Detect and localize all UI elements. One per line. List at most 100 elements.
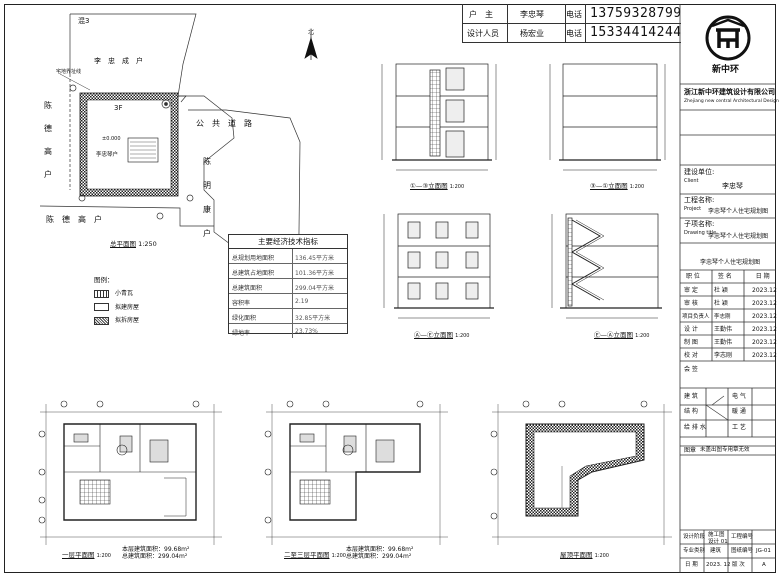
site-label-hunsan: 混3 xyxy=(78,17,90,25)
trade-label: 给 排 水 xyxy=(684,424,706,431)
owner-label: 户 主 xyxy=(469,10,493,19)
site-label-west-plot: 陈 德 高 户 xyxy=(44,101,52,179)
elevation-4 xyxy=(551,213,662,319)
drawing-label: 子项名称:Drawing title xyxy=(684,220,717,236)
specialty-value: 建筑 xyxy=(710,548,722,554)
site-label-east-plot: 陈 明 康 户 xyxy=(203,157,211,238)
phone-label: 电话 xyxy=(566,10,582,19)
legend-swatch-new xyxy=(94,303,109,311)
trade-label: 工 艺 xyxy=(732,424,746,431)
site-label-floors: 3F xyxy=(114,104,123,112)
site-label-house: 李忠琴户 xyxy=(96,152,119,158)
owner-name: 李忠琴 xyxy=(520,10,544,19)
logo-text: 新中环 xyxy=(712,65,740,75)
site-label-north-plot: 李 忠 成 户 xyxy=(94,57,143,65)
site-plan xyxy=(39,13,341,323)
owner-info-table: 户 主 李忠琴 电话 13759328799 设计人员 杨宏业 电话 15334… xyxy=(462,4,681,43)
road-edge-1 xyxy=(178,95,239,251)
elevation-title: ③—①立面图 1:200 xyxy=(590,182,645,190)
designer-name: 杨宏业 xyxy=(520,29,544,38)
designer-label: 设计人员 xyxy=(467,29,499,38)
tree-symbols xyxy=(69,84,194,220)
rev-value: A xyxy=(762,562,766,568)
sign-header: 职 位 签 名 日 期 xyxy=(686,273,770,280)
site-label-elev: ±0.000 xyxy=(102,136,121,142)
date-value: 2023. 12 xyxy=(706,562,731,568)
north-label: 北 xyxy=(308,29,315,36)
elevation-title: Ⓐ—Ⓔ立面图 1:200 xyxy=(414,331,470,339)
legend-title: 图例： xyxy=(94,276,114,284)
plan-title: 一层平面图 1:200 xyxy=(62,551,111,559)
sheet-no-label: 图纸编号 xyxy=(731,548,754,554)
phone-label-2: 电话 xyxy=(566,29,582,38)
econ-title: 主要经济技术指标 xyxy=(229,235,347,249)
trade-label: 暖 通 xyxy=(732,408,746,415)
trade-label: 电 气 xyxy=(732,393,746,400)
elevation-3 xyxy=(383,213,494,319)
site-label-road: 公 共 道 路 xyxy=(196,119,252,128)
elevation-title: ①—③立面图 1:200 xyxy=(410,182,465,190)
seal-label: 图章 xyxy=(684,447,697,454)
plot-outline-south xyxy=(39,205,214,227)
client-label: 建设单位:Client xyxy=(684,168,715,184)
date-label: 日 期 xyxy=(685,562,698,568)
elevation-2 xyxy=(549,63,666,171)
company-name: 浙江新中环建筑设计有限公司 xyxy=(684,88,775,96)
legend-item: 小青瓦 xyxy=(115,290,134,297)
invalid-note: 未盖出图专用章无效 xyxy=(700,447,750,453)
design-no-value: 设计 01 xyxy=(708,539,728,545)
company-logo xyxy=(705,15,751,61)
elevation-1 xyxy=(381,63,497,171)
client-value: 李忠琴 xyxy=(722,182,743,190)
plot-outline-north xyxy=(70,13,197,103)
trade-label: 结 构 xyxy=(684,408,698,415)
plan-roof xyxy=(490,400,672,545)
site-label-boundary: 宅地界址线 xyxy=(56,69,82,75)
designer-phone: 15334414244 xyxy=(590,25,682,40)
trade-label: 建 筑 xyxy=(684,393,698,400)
sheet-no-value: JG-01 xyxy=(756,548,771,554)
plan-floor-2-3 xyxy=(264,400,448,545)
project-value: 李忠琴个人住宅规划图 xyxy=(708,208,769,215)
legend-item: 拟拆房屋 xyxy=(115,317,140,324)
plan-floor-1 xyxy=(38,400,222,545)
design-no-label: 工程编号 xyxy=(731,534,754,540)
project-label: 工程名称:Project xyxy=(684,196,715,212)
rev-label: 版 次 xyxy=(732,562,745,568)
site-label-bottom-plot: 陈 德 高 户 xyxy=(46,215,102,224)
elevation-title: Ⓔ—Ⓐ立面图 1:200 xyxy=(594,331,650,339)
drawing-sheet xyxy=(4,4,776,573)
plan-title: 屋顶平面图 1:200 xyxy=(560,551,609,559)
specialty-label: 专业类别 xyxy=(683,548,706,554)
owner-phone: 13759328799 xyxy=(590,6,682,21)
site-plan-title: 总平面图 1:250 xyxy=(110,240,157,248)
plan-title: 二至三层平面图 1:200 xyxy=(284,551,346,559)
legend-swatch-tile xyxy=(94,289,109,298)
legend-swatch-demolish xyxy=(94,316,109,325)
drawing-value-2: 李忠琴个人住宅规划图 xyxy=(700,259,761,266)
drawing-value: 李忠琴个人住宅规划图 xyxy=(708,233,769,240)
cosign-label: 会 签 xyxy=(684,366,698,373)
legend: 图例： 小青瓦 拟建房屋 拟拆房屋 xyxy=(94,274,139,325)
legend-item: 拟建房屋 xyxy=(115,303,140,311)
stage-label: 设计阶段 xyxy=(683,534,706,540)
company-name-en: Zhejiang new central Architectural Desig… xyxy=(684,99,780,104)
title-block-frame xyxy=(679,4,776,573)
stage-value: 施工图 xyxy=(708,532,725,538)
